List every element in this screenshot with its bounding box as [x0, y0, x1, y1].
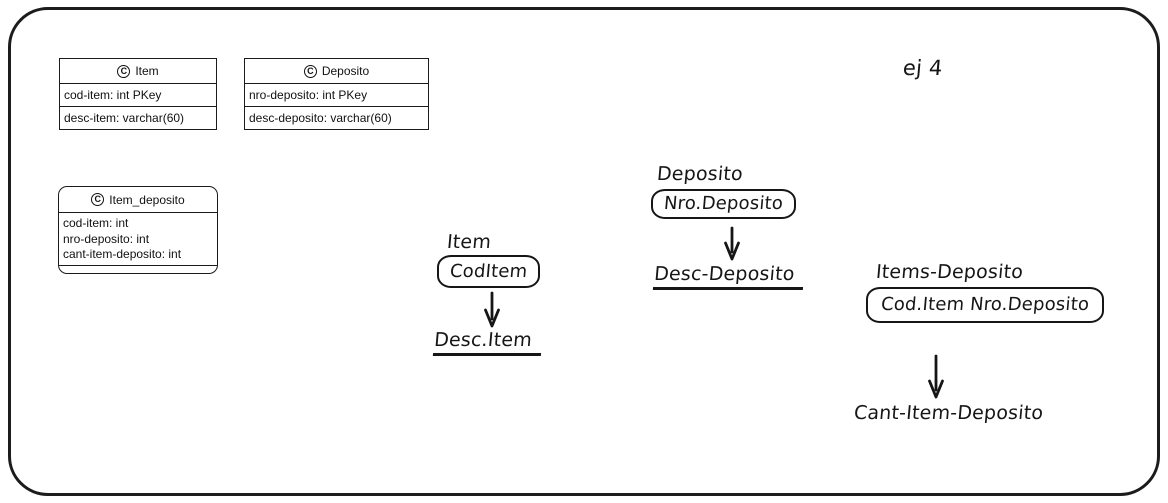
fd-items-deposito-dependent-label[interactable]: Cant-Item-Deposito: [853, 402, 1045, 424]
fd-item-relation-label[interactable]: Item: [446, 231, 493, 253]
uml-class-item-deposito-header: C Item_deposito: [59, 187, 217, 212]
class-attribute-row: cod-item: int: [63, 216, 129, 230]
class-attribute-row: nro-deposito: int: [63, 231, 150, 246]
class-attribute-row: cod-item: int PKey: [60, 83, 216, 106]
class-name: Item: [135, 64, 159, 78]
determinant: CodItem: [449, 261, 529, 282]
uml-class-item-deposito[interactable]: C Item_deposito cod-item: int nro-deposi…: [58, 186, 218, 274]
class-icon: C: [303, 64, 317, 78]
class-icon: C: [117, 64, 131, 78]
exercise-annotation[interactable]: ej 4: [901, 56, 944, 80]
class-attribute-row: desc-item: varchar(60): [60, 106, 216, 129]
uml-class-deposito[interactable]: C Deposito nro-deposito: int PKey desc-d…: [244, 58, 429, 130]
arrow-down-icon[interactable]: [479, 291, 505, 329]
fd-deposito-dependent-label[interactable]: Desc-Deposito: [652, 263, 806, 290]
arrow-down-icon[interactable]: [719, 226, 745, 262]
class-name: Item_deposito: [109, 192, 185, 207]
fd-deposito-relation-label[interactable]: Deposito: [656, 163, 744, 185]
fd-items-deposito-determinant-box[interactable]: Cod.Item Nro.Deposito: [866, 287, 1105, 323]
fd-item-dependent-label[interactable]: Desc.Item: [432, 329, 543, 356]
class-empty-section: [59, 264, 217, 273]
determinant: Nro.Deposito: [969, 294, 1091, 315]
class-name: Deposito: [321, 64, 370, 78]
class-attribute-row: cant-item-deposito: int: [63, 247, 182, 261]
determinant: Nro.Deposito: [663, 193, 785, 214]
uml-class-item-header: C Item: [60, 59, 216, 83]
page-border: [8, 7, 1160, 496]
determinant: Cod.Item: [880, 294, 966, 315]
fd-items-deposito-relation-label[interactable]: Items-Deposito: [875, 261, 1025, 283]
uml-class-item[interactable]: C Item cod-item: int PKey desc-item: var…: [59, 58, 217, 130]
class-attribute-section: cod-item: int nro-deposito: int cant-ite…: [59, 212, 217, 265]
class-attribute-row: desc-deposito: varchar(60): [245, 106, 428, 129]
fd-item-determinant-box[interactable]: CodItem: [437, 255, 541, 288]
fd-deposito-determinant-box[interactable]: Nro.Deposito: [651, 189, 797, 219]
class-icon: C: [91, 193, 105, 206]
class-attribute-row: nro-deposito: int PKey: [245, 83, 428, 106]
uml-class-deposito-header: C Deposito: [245, 59, 428, 83]
arrow-down-icon[interactable]: [923, 354, 949, 400]
